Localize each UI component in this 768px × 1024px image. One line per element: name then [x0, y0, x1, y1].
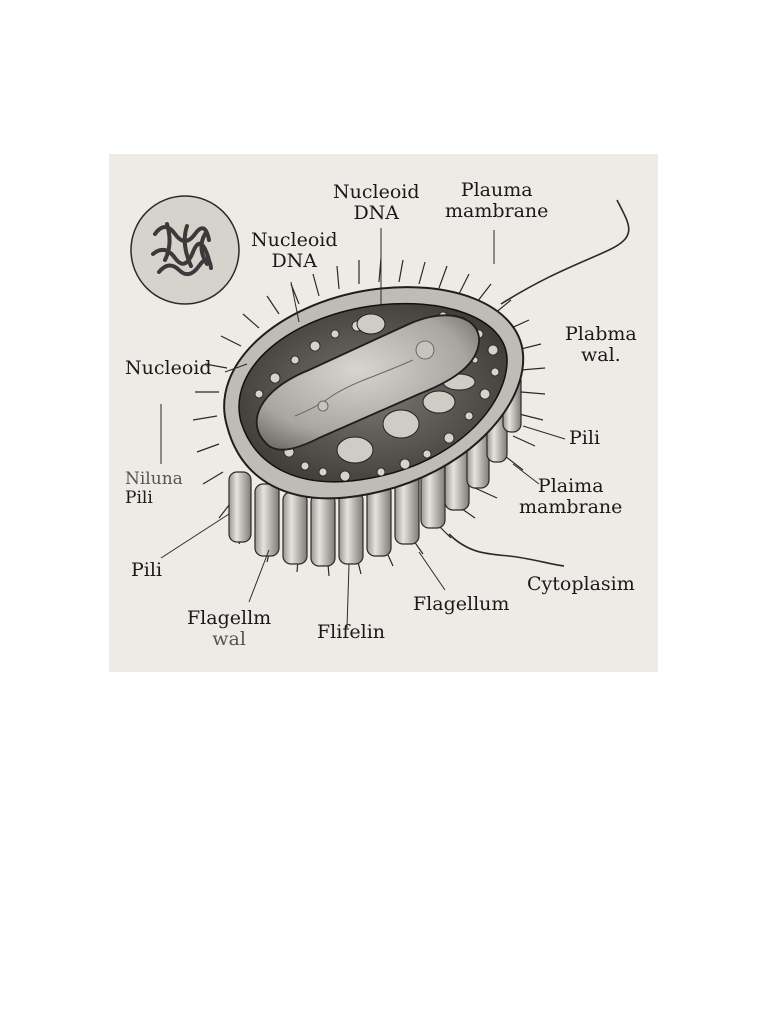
label-line: Plaima	[537, 475, 604, 497]
label-nucleoid-dna-left: Nucleoid DNA	[251, 230, 338, 272]
label-nucleoid: Nucleoid	[125, 358, 212, 379]
label-line: Pili	[569, 427, 601, 449]
label-plaima-mambrane: Plaima mambrane	[519, 476, 622, 518]
label-line: Plauma	[460, 179, 533, 201]
nucleoid-capsule	[255, 314, 480, 451]
label-line: Nucleoid	[333, 181, 420, 203]
label-line: DNA	[271, 250, 318, 272]
label-line: Flagellm	[187, 607, 272, 629]
label-cytoplasim: Cytoplasim	[527, 574, 635, 595]
label-pili-left: Pili	[131, 560, 162, 581]
label-flagellm-wal: Flagellm wal	[187, 608, 271, 650]
label-line: Nucleoid	[125, 357, 212, 379]
flagellum-strands	[448, 199, 630, 567]
diagram-panel: Nucleoid DNA Plauma mambrane Nucleoid DN…	[109, 154, 658, 672]
label-plauma-mambrane-top: Plauma mambrane	[445, 180, 548, 222]
label-line: mambrane	[519, 496, 623, 518]
label-line: wal	[212, 628, 246, 650]
label-line: Flagellum	[413, 593, 510, 615]
label-line: DNA	[353, 202, 400, 224]
label-niluna-pili: Niluna Pili	[125, 470, 183, 508]
label-line: Cytoplasim	[527, 573, 635, 595]
label-plabma-wal: Plabma wal.	[565, 324, 637, 366]
label-line: Flifelin	[317, 621, 386, 643]
label-flifelin: Flifelin	[317, 622, 385, 643]
bacterium-illustration	[130, 195, 630, 629]
label-flagellum: Flagellum	[413, 594, 509, 615]
label-pili-right: Pili	[569, 428, 600, 449]
leader-lines	[160, 228, 566, 629]
label-line: wal.	[580, 344, 621, 366]
label-line: Plabma	[565, 323, 637, 345]
label-line: Pili	[131, 559, 163, 581]
label-nucleoid-dna-top: Nucleoid DNA	[333, 182, 420, 224]
label-line: Niluna	[125, 469, 183, 489]
label-line: Pili	[125, 488, 153, 508]
pili-hairs	[192, 257, 546, 577]
label-line: mambrane	[445, 200, 549, 222]
inset-nucleoid-circle	[130, 195, 240, 305]
label-line: Nucleoid	[251, 229, 338, 251]
